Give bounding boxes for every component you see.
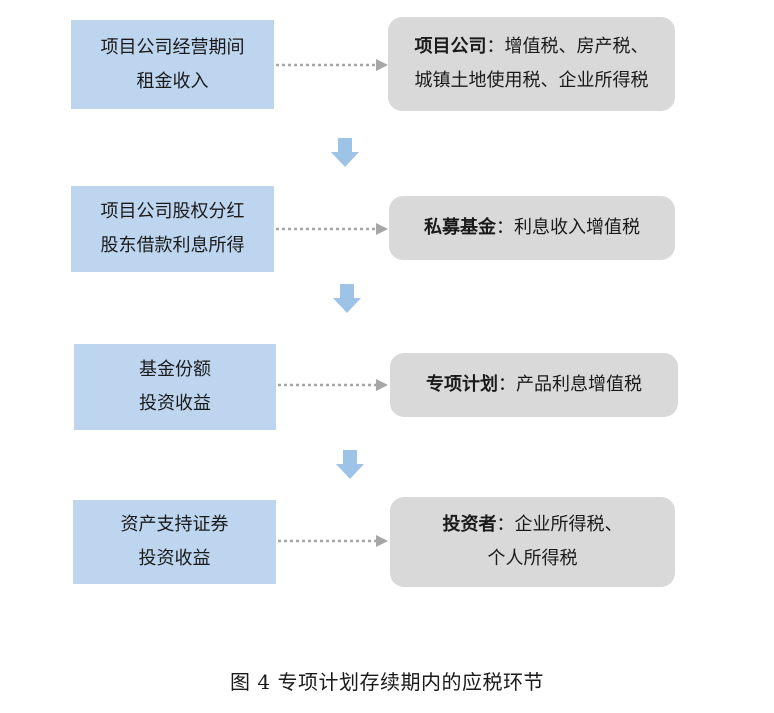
stage-1-connector-arrow bbox=[276, 59, 388, 71]
stage-4-tax-text-2: 个人所得税 bbox=[487, 548, 578, 569]
stage-3-source-box: 基金份额 投资收益 bbox=[74, 344, 276, 430]
stage-4-label-separator: ： bbox=[496, 514, 515, 535]
stage-1-tax-text-2: 城镇土地使用税、企业所得税 bbox=[414, 70, 649, 91]
stage-4-entity-label: 投资者 bbox=[442, 514, 497, 535]
stage-1-source-line-1: 项目公司经营期间 bbox=[100, 36, 245, 58]
stage-3-source-line-2: 投资收益 bbox=[139, 393, 211, 414]
stage-3-tax-line-1: 专项计划：产品利息增值税 bbox=[426, 368, 642, 402]
stage-2-entity-label: 私募基金 bbox=[424, 217, 496, 238]
stage-3-source-line-1: 基金份额 bbox=[139, 359, 211, 380]
stage-1-label-separator: ： bbox=[486, 36, 505, 57]
stage-1-entity-label: 项目公司 bbox=[414, 36, 487, 57]
stage-1-tax-box: 项目公司：增值税、房产税、 城镇土地使用税、企业所得税 bbox=[388, 17, 675, 111]
stage-4-tax-line-1: 投资者：企业所得税、 bbox=[443, 508, 623, 542]
stage-4-tax-text-1: 企业所得税、 bbox=[514, 514, 623, 535]
stage-4-source-line-2: 投资收益 bbox=[138, 548, 211, 569]
stage-2-source-line-1: 项目公司股权分红 bbox=[100, 201, 245, 222]
figure-caption: 图 4 专项计划存续期内的应税环节 bbox=[230, 670, 544, 694]
stage-1-tax-text-1: 增值税、房产税、 bbox=[504, 36, 649, 57]
stage-2-tax-text-1: 利息收入增值税 bbox=[514, 217, 640, 238]
stage-3-label-separator: ： bbox=[498, 374, 516, 395]
stage-3-tax-box: 专项计划：产品利息增值税 bbox=[390, 353, 678, 417]
down-arrow-3 bbox=[336, 450, 364, 479]
stage-2-tax-box: 私募基金：利息收入增值税 bbox=[389, 196, 675, 260]
stage-2-connector-arrow bbox=[276, 223, 388, 235]
stage-4-source-line-1: 资产支持证券 bbox=[120, 514, 229, 535]
stage-1-tax-line-1: 项目公司：增值税、房产税、 bbox=[415, 30, 649, 64]
stage-2-source-box: 项目公司股权分红 股东借款利息所得 bbox=[71, 186, 274, 272]
stage-4-tax-box: 投资者：企业所得税、 个人所得税 bbox=[390, 497, 675, 587]
stage-2-label-separator: ： bbox=[496, 217, 514, 238]
down-arrow-1 bbox=[331, 138, 359, 167]
stage-4-connector-arrow bbox=[278, 535, 388, 547]
stage-1-source-box: 项目公司经营期间 租金收入 bbox=[71, 20, 274, 109]
stage-3-connector-arrow bbox=[278, 379, 388, 391]
stage-4-source-box: 资产支持证券 投资收益 bbox=[73, 500, 276, 584]
stage-2-source-line-2: 股东借款利息所得 bbox=[100, 235, 245, 256]
stage-3-tax-text-1: 产品利息增值税 bbox=[516, 374, 642, 395]
stage-1-source-line-2: 租金收入 bbox=[136, 70, 209, 92]
stage-3-entity-label: 专项计划 bbox=[426, 374, 498, 395]
down-arrow-2 bbox=[333, 284, 361, 313]
stage-2-tax-line-1: 私募基金：利息收入增值税 bbox=[424, 211, 640, 245]
